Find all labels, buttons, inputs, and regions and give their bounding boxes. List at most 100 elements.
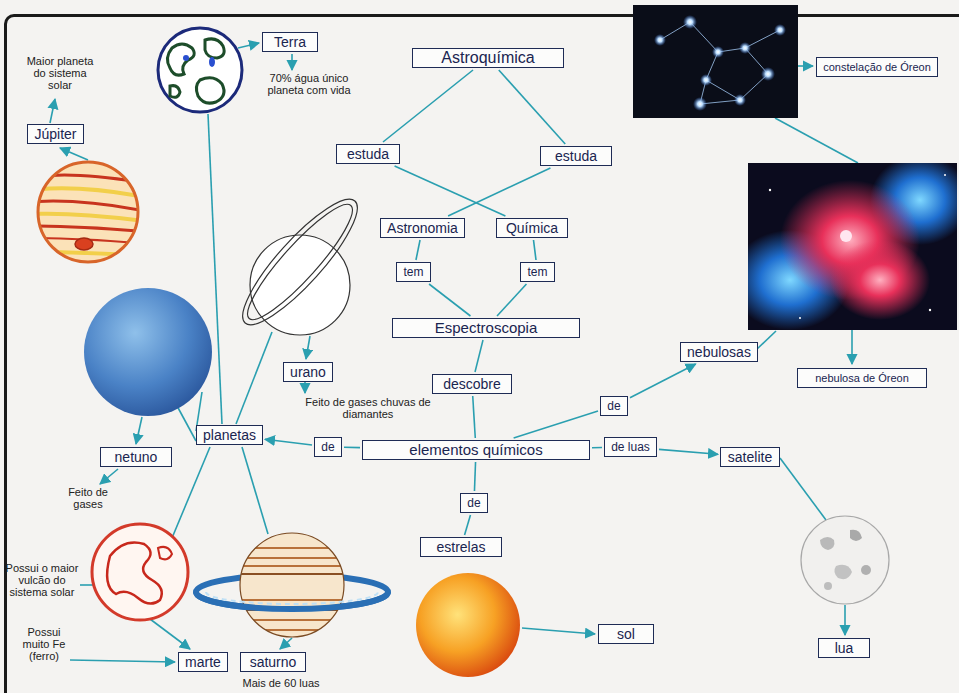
earth-drawing [205, 39, 224, 58]
connector [383, 70, 473, 142]
nebula-photo [944, 174, 946, 176]
node-text: lua [835, 640, 854, 656]
link-box: tem [520, 262, 555, 282]
node-text: planetas [203, 427, 256, 443]
node-text: Espectroscopia [435, 320, 538, 336]
note-text: Feito de gases [60, 486, 116, 510]
earth-drawing [183, 55, 189, 61]
concept-box: Química [496, 218, 568, 238]
connector [416, 240, 420, 260]
constellation-photo [654, 34, 666, 46]
node-text: constelação de Óreon [823, 59, 931, 75]
node-text: urano [290, 364, 326, 380]
node-text: Júpiter [34, 126, 76, 142]
note-text: Possui muito Fe (ferro) [18, 626, 70, 662]
leader-line [306, 336, 310, 359]
name-box: Júpiter [27, 124, 84, 144]
connector [429, 284, 470, 316]
leader-line [780, 458, 826, 520]
concept-box: nebulosas [680, 342, 758, 362]
constellation-photo [774, 24, 786, 36]
node-text: de [607, 398, 620, 414]
mars-drawing [107, 543, 162, 604]
leader-line [280, 638, 292, 649]
jupiter-drawing [38, 162, 138, 262]
moon-drawing [850, 530, 862, 541]
leader-line [172, 447, 210, 538]
name-box: sol [598, 624, 654, 644]
connector [474, 462, 475, 491]
saturn-drawing [240, 533, 344, 637]
nebula-photo [799, 317, 801, 319]
jupiter-drawing [30, 214, 150, 222]
name-box: Terra [262, 32, 318, 52]
leader-line [775, 118, 858, 163]
node-text: tem [403, 264, 423, 280]
note-text: Possui o maior vulcão do sistema solar [4, 562, 80, 598]
link-box: de luas [604, 437, 657, 457]
saturn-drawing [236, 557, 350, 559]
node-text: Terra [274, 34, 306, 50]
note-text: Mais de 60 luas [236, 677, 326, 689]
constellation-photo [761, 67, 775, 81]
constellation-photo [700, 74, 712, 86]
jupiter-drawing [30, 226, 150, 232]
mars-drawing [92, 524, 188, 620]
note-text: Maior planeta do sistema solar [20, 55, 100, 91]
connector [465, 515, 471, 535]
earth-drawing [209, 57, 215, 67]
leader-line [60, 148, 88, 160]
node-text: de [321, 439, 334, 455]
link-box: tem [396, 262, 431, 282]
node-text: estrelas [436, 539, 485, 555]
constellation-photo [700, 52, 718, 104]
node-text: descobre [443, 376, 501, 392]
leader-line [851, 330, 853, 364]
saturn-drawing [236, 565, 350, 567]
connector [497, 284, 526, 316]
neptune-drawing [84, 288, 212, 416]
concept-box: Astronomia [380, 218, 465, 238]
link-box: de [600, 396, 628, 416]
earth-drawing [167, 44, 194, 75]
constellation-photo [654, 15, 786, 111]
mars-drawing [92, 524, 188, 620]
concept-box: Espectroscopia [392, 318, 580, 338]
nebula-photo [830, 240, 930, 320]
leader-line [522, 628, 595, 634]
note-text: 70% água único planeta com vida [266, 72, 352, 96]
node-text: estuda [555, 148, 597, 164]
uranus-drawing [237, 194, 364, 330]
jupiter-drawing [75, 238, 93, 250]
saturn-drawing [236, 629, 350, 631]
saturn-drawing [236, 599, 350, 601]
note-text: Feito de gases chuvas de diamantes [283, 396, 453, 420]
name-box: constelação de Óreon [816, 57, 938, 77]
node-text: estuda [347, 146, 389, 162]
connector [344, 447, 360, 449]
connector [395, 166, 506, 216]
leader-line [242, 447, 268, 534]
connector [265, 439, 312, 445]
leader-line [756, 331, 776, 350]
connector [473, 396, 476, 438]
title-box: Astroquímica [412, 48, 564, 68]
jupiter-drawing [30, 162, 150, 262]
uranus-drawing [229, 186, 371, 337]
connector [475, 340, 483, 372]
leader-line [100, 469, 118, 484]
moon-drawing [824, 582, 832, 590]
leader-line [80, 584, 94, 586]
moon-drawing [801, 516, 889, 604]
connector [448, 168, 550, 216]
name-box: lua [818, 638, 870, 658]
constellation-photo [683, 15, 697, 29]
connector [534, 240, 537, 260]
earth-drawing [158, 28, 242, 112]
nebula-photo [748, 163, 957, 330]
neptune-drawing [84, 288, 212, 416]
node-text: saturno [250, 654, 297, 670]
connector [499, 70, 565, 144]
